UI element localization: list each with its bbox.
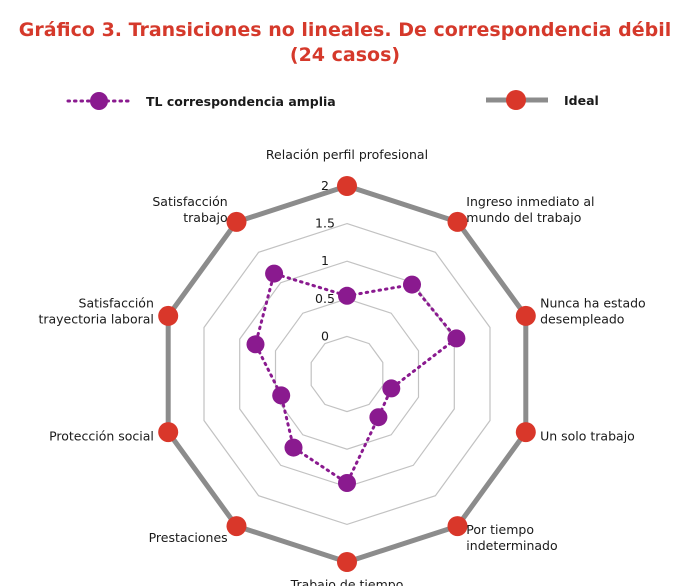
series-data-point (284, 438, 303, 457)
category-label-line: Trabajo de tiempo (290, 577, 404, 586)
series-data-point (272, 386, 291, 405)
series-data-point (447, 329, 466, 348)
category-label-line: Prestaciones (149, 530, 228, 545)
ideal-series-line (165, 183, 529, 565)
ideal-data-point (447, 211, 468, 232)
category-label-line: Satisfacción (152, 194, 227, 209)
category-label-line: Nunca ha estado (540, 295, 646, 310)
ideal-data-point (226, 211, 247, 232)
legend-series-marker (90, 92, 108, 110)
chart-title: Gráfico 3. Transiciones no lineales. De … (0, 18, 690, 68)
category-label: Un solo trabajo (540, 429, 635, 444)
category-label: Protección social (49, 429, 154, 444)
category-label-line: mundo del trabajo (466, 210, 581, 225)
radial-tick-labels: 0 0.5 1 1.5 2 (315, 178, 335, 343)
category-label-line: trayectoria laboral (38, 311, 153, 326)
category-label-line: trabajo (183, 210, 227, 225)
series-data-point (382, 379, 401, 398)
series-data-point (369, 408, 388, 427)
category-label-line: Satisfacción (79, 295, 154, 310)
ideal-data-point (447, 516, 468, 537)
series-data-point (403, 275, 421, 294)
ideal-data-point (337, 552, 357, 572)
ideal-data-point (226, 516, 247, 537)
series-data-point (338, 286, 356, 305)
legend-item-series: TL correspondencia amplia (66, 92, 336, 110)
ideal-data-point (337, 176, 357, 196)
legend: TL correspondencia amplia Ideal (66, 90, 599, 110)
category-label: Relación perfil profesional (266, 147, 428, 162)
series-data-point (265, 264, 284, 283)
ideal-data-point (515, 305, 536, 326)
ideal-data-point (515, 422, 536, 443)
legend-item-ideal: Ideal (486, 90, 599, 110)
series-tl-correspondencia-amplia (246, 264, 466, 492)
category-label-line: indeterminado (466, 538, 557, 553)
ideal-data-point (158, 305, 179, 326)
category-label-line: Relación perfil profesional (266, 147, 428, 162)
ideal-data-point (158, 422, 179, 443)
category-label-line: Por tiempo (466, 522, 534, 537)
category-label-line: desempleado (540, 311, 624, 326)
category-label-line: Ingreso inmediato al (466, 194, 594, 209)
category-label-line: Un solo trabajo (540, 429, 635, 444)
series-data-point (246, 335, 265, 354)
chart-title-line-2: (24 casos) (289, 44, 401, 66)
grid-ring (310, 335, 384, 413)
legend-ideal-marker (506, 90, 526, 110)
chart-title-line-1: Gráfico 3. Transiciones no lineales. De … (18, 19, 672, 41)
tick-label: 1 (321, 253, 329, 268)
tick-label: 0 (321, 328, 329, 343)
tick-label: 0.5 (315, 291, 335, 306)
category-label-line: Protección social (49, 429, 154, 444)
grid-ring (274, 298, 420, 450)
series-ideal (158, 176, 536, 572)
grid-ring (203, 222, 491, 526)
category-label: Trabajo de tiempocompleto (290, 577, 404, 586)
legend-series-label: TL correspondencia amplia (146, 94, 336, 109)
legend-ideal-label: Ideal (564, 93, 599, 108)
tick-label: 2 (321, 178, 329, 193)
category-label: Prestaciones (149, 530, 228, 545)
series-data-point (338, 474, 356, 492)
tick-label: 1.5 (315, 216, 335, 231)
series-line (254, 272, 458, 485)
